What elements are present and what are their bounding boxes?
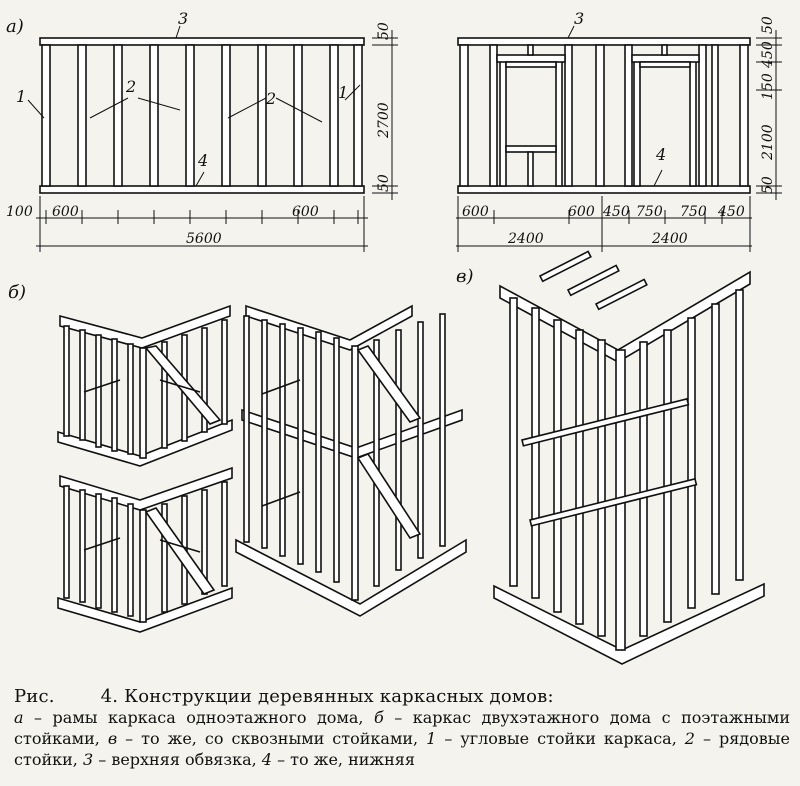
legend-mark-b: б bbox=[374, 708, 384, 727]
dim-right-2100: 2100 bbox=[760, 124, 776, 161]
dim-left-offset: 100 bbox=[6, 204, 33, 220]
label-b: б) bbox=[8, 282, 26, 303]
figure-caption: Рис. 4. Конструкции деревянных каркасных… bbox=[14, 686, 790, 770]
dim-right-600b: 600 bbox=[568, 204, 595, 220]
legend-mark-v: в bbox=[107, 729, 118, 748]
callout-3-left: 3 bbox=[178, 9, 188, 28]
legend-text-a: – рамы каркаса одноэтажного дома, bbox=[23, 708, 375, 727]
label-a: а) bbox=[6, 16, 24, 37]
top-plate bbox=[457, 37, 751, 46]
dim-left-span-2: 600 bbox=[292, 204, 319, 220]
dim-right-750b: 750 bbox=[680, 204, 707, 220]
callout-2-left: 2 bbox=[125, 77, 136, 96]
studs bbox=[41, 44, 363, 187]
legend-text-v: – то же, со сквозными стойками, bbox=[117, 729, 427, 748]
dim-right-600a: 600 bbox=[462, 204, 489, 220]
callout-4-left: 4 bbox=[197, 151, 208, 170]
callout-4-right: 4 bbox=[655, 145, 666, 164]
legend-text-2: – рядовые стойки, bbox=[14, 729, 790, 769]
dim-right-50b: 50 bbox=[760, 176, 776, 194]
dim-left-height: 2700 bbox=[376, 102, 392, 139]
legend-text-b: – каркас двухэтажного дома с поэтажными … bbox=[14, 708, 791, 748]
caption-title: Конструкции деревянных каркасных домов: bbox=[124, 686, 554, 707]
callout-1-left: 1 bbox=[16, 87, 26, 106]
caption-prefix: Рис. bbox=[14, 686, 55, 707]
frame-floor-module-upper bbox=[57, 304, 233, 467]
frame-through-studs bbox=[493, 250, 765, 665]
frame-two-storey-assembly bbox=[235, 304, 467, 617]
dim-right-2400a: 2400 bbox=[507, 231, 544, 247]
legend-mark-4: 4 bbox=[261, 750, 272, 769]
dim-left-total: 5600 bbox=[186, 231, 222, 247]
legend-text-3: – верхняя обвязка, bbox=[93, 750, 262, 769]
dim-right-450b: 450 bbox=[717, 204, 745, 220]
legend-mark-a: а bbox=[14, 708, 24, 727]
legend-text-4: – то же, нижняя bbox=[271, 750, 415, 769]
label-v: в) bbox=[456, 266, 474, 287]
legend-mark-1: 1 bbox=[426, 729, 437, 748]
dim-right-50a: 50 bbox=[760, 16, 776, 34]
dim-left-bottom: 50 bbox=[376, 174, 392, 192]
dim-right-2400b: 2400 bbox=[651, 231, 688, 247]
caption-number: 4. bbox=[100, 686, 119, 707]
legend-text-1: – угловые стойки каркаса, bbox=[436, 729, 685, 748]
legend-mark-3: 3 bbox=[82, 750, 94, 769]
frame-floor-module-lower bbox=[57, 466, 233, 633]
caption-legend: а – рамы каркаса одноэтажного дома, б – … bbox=[14, 707, 790, 770]
callout-1-right: 1 bbox=[338, 83, 348, 102]
dim-right-150: 150 bbox=[760, 73, 776, 100]
frame-one-storey-left bbox=[27, 25, 398, 252]
top-plate bbox=[39, 37, 365, 46]
caption-title-line: Рис. 4. Конструкции деревянных каркасных… bbox=[14, 686, 790, 707]
bottom-plate bbox=[39, 185, 365, 194]
frame-with-openings-right bbox=[456, 25, 782, 252]
dim-left-top: 50 bbox=[376, 22, 392, 40]
dim-left-span-1: 600 bbox=[52, 204, 79, 220]
figure-drawing: а) б) в) 3 1 2 2 1 4 3 4 100 600 600 560… bbox=[6, 9, 782, 665]
bottom-plate bbox=[457, 185, 751, 194]
legend-mark-2: 2 bbox=[684, 729, 695, 748]
dim-right-750a: 750 bbox=[636, 204, 663, 220]
callout-2-right: 2 bbox=[265, 89, 276, 108]
dim-right-450: 450 bbox=[760, 41, 776, 69]
dim-right-450a: 450 bbox=[602, 204, 630, 220]
callout-3-right: 3 bbox=[574, 9, 584, 28]
